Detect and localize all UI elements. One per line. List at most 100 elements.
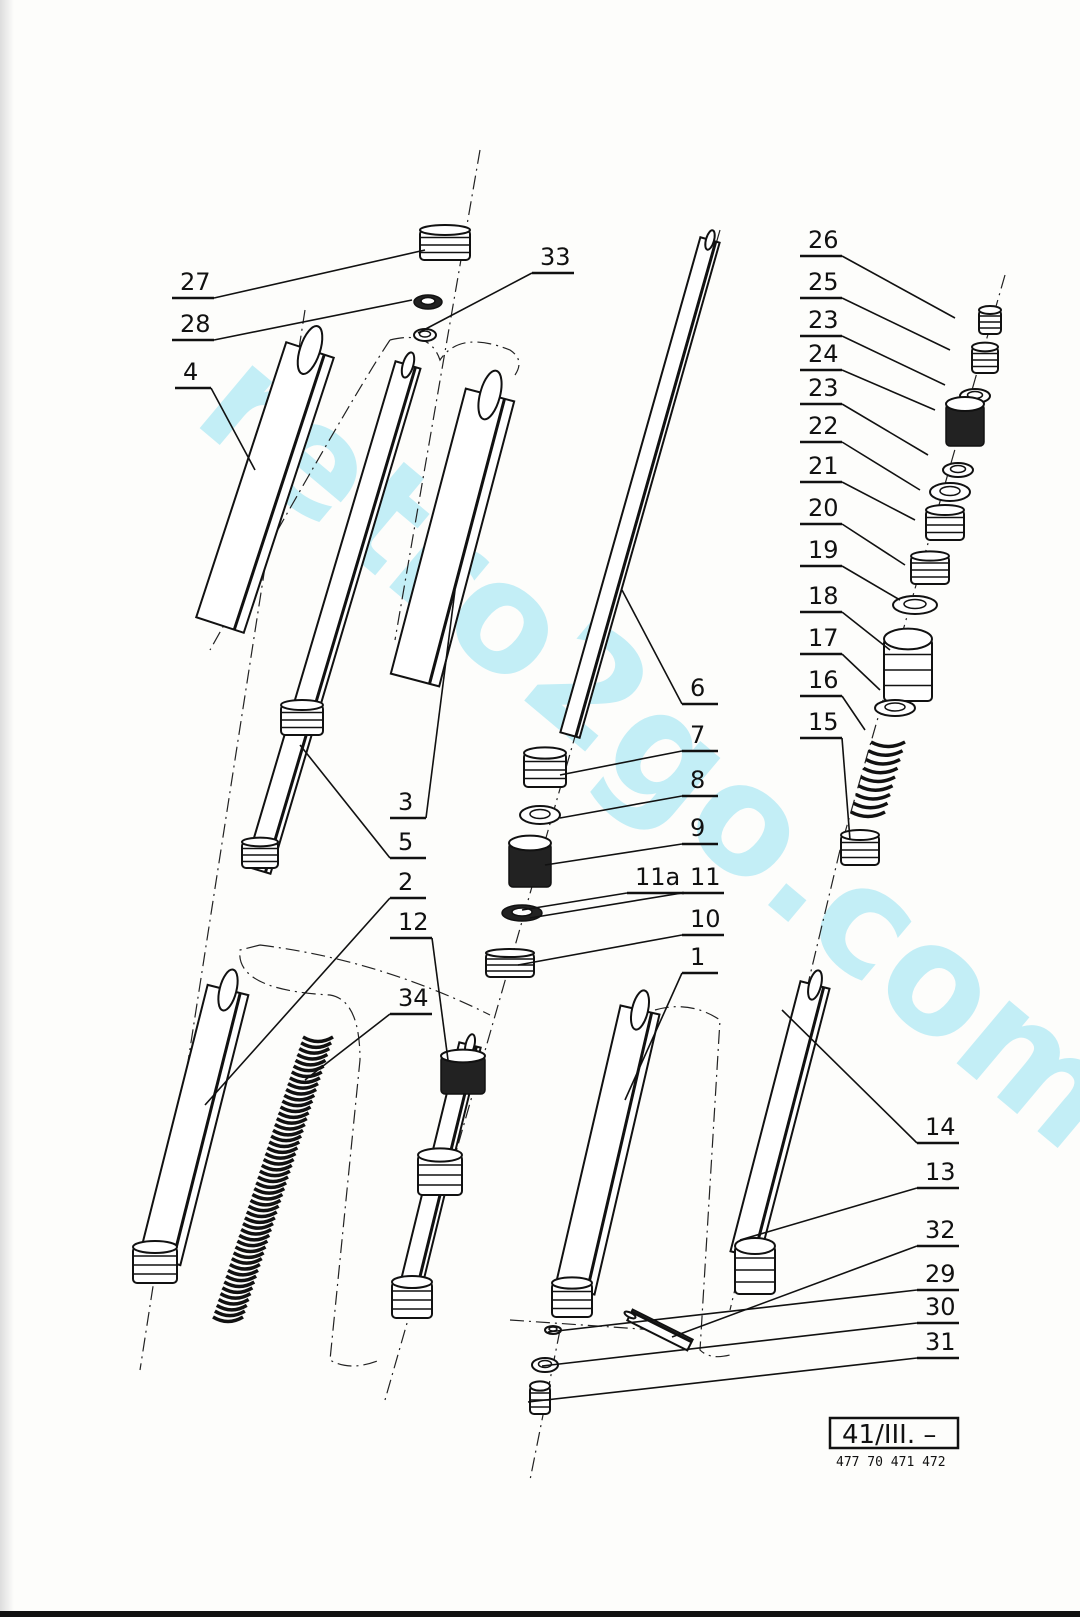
stanchion-collar [280, 699, 324, 736]
slider-2 [138, 968, 250, 1267]
leader-line [621, 589, 683, 705]
leader-line [299, 744, 391, 859]
label-number: 14 [925, 1113, 956, 1141]
spring-34 [212, 1035, 334, 1324]
inner-tube-6 [559, 229, 721, 739]
slider-1 [554, 989, 661, 1296]
label-number: 11a [635, 863, 680, 891]
leader-line [521, 892, 628, 911]
leader-line [544, 843, 683, 866]
leader-line [304, 1013, 391, 1081]
leader-line [841, 369, 936, 411]
parts [132, 224, 1002, 1415]
label-number: 16 [808, 666, 839, 694]
label-number: 26 [808, 226, 839, 254]
label-10: 10 [517, 905, 724, 966]
leader-line [739, 1187, 918, 1241]
label-25: 25 [800, 268, 951, 351]
label-27: 27 [172, 249, 426, 300]
stanchion-bottom-bush [241, 836, 279, 869]
seat-15 [840, 829, 880, 866]
label-number: 17 [808, 624, 839, 652]
bush-7 [523, 746, 567, 788]
leader-line [841, 297, 951, 351]
damper-valve-12 [440, 1048, 486, 1095]
damper-body-13 [734, 1237, 776, 1295]
leader-line [841, 335, 946, 386]
label-number: 13 [925, 1158, 956, 1186]
leader-line [841, 737, 851, 841]
label-number: 18 [808, 582, 839, 610]
leader-line [213, 299, 413, 341]
label-7: 7 [559, 721, 718, 776]
label-number: 3 [398, 788, 413, 816]
label-22: 22 [800, 412, 921, 491]
label-17: 17 [800, 624, 881, 691]
label-32: 32 [671, 1216, 959, 1338]
bush-21 [925, 504, 965, 541]
leader-line [213, 249, 426, 299]
cup-17 [874, 699, 916, 717]
leader-line [541, 1322, 918, 1367]
leader-line [841, 403, 929, 456]
part-numbers-text: 477 70 471 472 [836, 1455, 946, 1470]
leader-line [841, 481, 916, 521]
leader-line [417, 272, 533, 334]
adjuster-24 [945, 396, 985, 447]
leader-line [781, 1009, 918, 1144]
label-number: 34 [398, 984, 429, 1012]
label-number: 4 [183, 358, 198, 386]
damper-piston-12 [417, 1147, 463, 1196]
label-11a: 11a [521, 863, 684, 911]
label-21: 21 [800, 452, 916, 521]
leader-line [624, 972, 683, 1101]
label-number: 8 [690, 766, 705, 794]
lock-washer-19 [892, 595, 938, 615]
leader-line [517, 934, 683, 966]
label-5: 5 [299, 744, 426, 860]
leader-line [210, 387, 256, 471]
nut-25 [971, 341, 999, 374]
outer-cover-tube-4 [194, 325, 336, 635]
label-11: 11 [529, 863, 724, 919]
leader-line [529, 892, 683, 919]
bush-9 [508, 834, 552, 888]
label-31: 31 [527, 1328, 959, 1403]
label-13: 13 [739, 1158, 959, 1241]
spring-16 [850, 740, 906, 819]
cap-nut-26 [978, 305, 1002, 335]
label-number: 6 [690, 674, 705, 702]
damper-foot-12 [391, 1275, 433, 1319]
plate-reference: 41/III. – 477 70 471 472 [828, 1416, 960, 1470]
leader-line [559, 750, 683, 776]
label-8: 8 [559, 766, 718, 819]
washer-28 [413, 294, 443, 310]
leader-line [841, 653, 881, 691]
leader-line [841, 611, 891, 651]
label-number: 31 [925, 1328, 956, 1356]
leader-line [559, 795, 683, 819]
leader-line [425, 589, 456, 819]
axle-clamp-1 [551, 1276, 593, 1318]
label-number: 20 [808, 494, 839, 522]
label-number: 1 [690, 943, 705, 971]
stanchion-tube-5 [244, 351, 422, 875]
label-number: 7 [690, 721, 705, 749]
label-number: 15 [808, 708, 839, 736]
label-4: 4 [175, 358, 256, 471]
label-29: 29 [547, 1260, 959, 1333]
piston-rod-14 [729, 969, 831, 1260]
label-number: 28 [180, 310, 211, 338]
leader-line [841, 441, 921, 491]
label-number: 22 [808, 412, 839, 440]
leader-line [527, 1357, 918, 1403]
label-number: 21 [808, 452, 839, 480]
label-number: 32 [925, 1216, 956, 1244]
filler-plug-27 [419, 224, 471, 261]
label-number: 12 [398, 908, 429, 936]
leader-line [547, 1289, 918, 1333]
label-number: 30 [925, 1293, 956, 1321]
label-2: 2 [204, 868, 426, 1106]
